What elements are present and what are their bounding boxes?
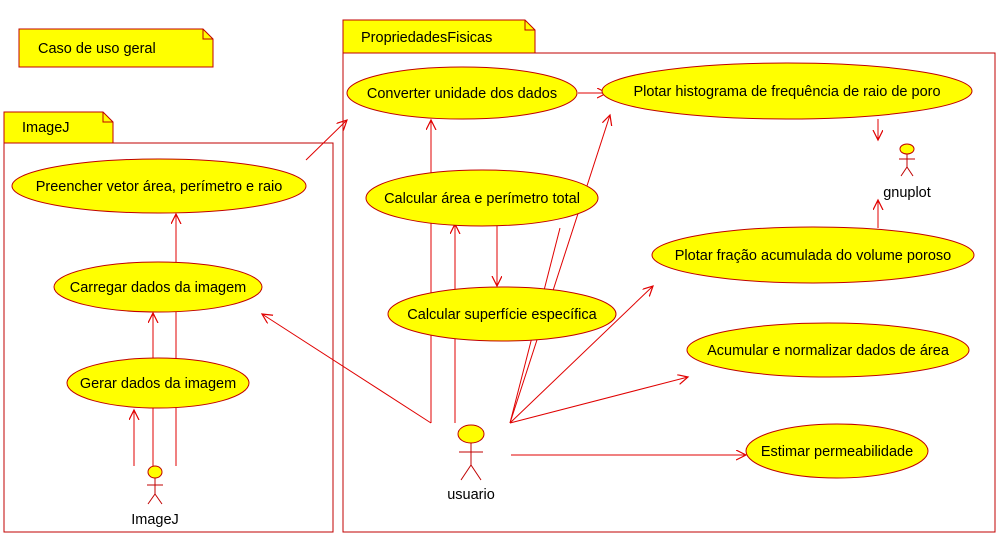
use-case-permeabilidade-label: Estimar permeabilidade [761,444,913,460]
actor-imagej[interactable]: ImageJ [131,465,179,528]
use-case-preencher[interactable]: Preencher vetor área, perímetro e raio [11,158,307,214]
link-usuario-to-histograma [509,115,610,424]
actor-usuario-label: usuario [447,487,495,503]
use-case-permeabilidade[interactable]: Estimar permeabilidade [745,423,929,479]
use-case-carregar[interactable]: Carregar dados da imagem [53,261,263,313]
use-case-converter[interactable]: Converter unidade dos dados [346,66,578,120]
use-case-histograma-label: Plotar histograma de frequência de raio … [633,84,940,100]
package-imagej-label: ImageJ [22,120,70,136]
use-case-fracao-label: Plotar fração acumulada do volume poroso [675,248,951,264]
link-preencher-to-converter [305,120,347,161]
link-usuario-to-carregar [262,314,432,424]
general-use-case-note: Caso de uso geral [18,28,214,68]
use-case-carregar-label: Carregar dados da imagem [70,280,247,296]
use-case-histograma[interactable]: Plotar histograma de frequência de raio … [601,62,973,120]
package-propriedades-fisicas: PropriedadesFisicas [342,19,996,533]
actor-gnuplot-icon [899,143,915,177]
use-case-gerar[interactable]: Gerar dados da imagem [66,357,250,409]
package-propriedades-fisicas-label: PropriedadesFisicas [361,30,492,46]
actor-usuario-icon [457,424,485,481]
use-case-area-total-label: Calcular área e perímetro total [384,191,580,207]
use-case-area-total[interactable]: Calcular área e perímetro total [365,169,599,227]
package-imagej: ImageJ [3,111,334,533]
general-use-case-note-label: Caso de uso geral [38,41,156,57]
actor-imagej-icon [147,465,163,505]
actor-gnuplot-label: gnuplot [883,185,931,201]
actor-usuario[interactable]: usuario [447,424,495,503]
actor-gnuplot[interactable]: gnuplot [883,143,931,201]
use-case-converter-label: Converter unidade dos dados [367,86,557,102]
use-case-superficie[interactable]: Calcular superfície específica [387,286,617,342]
use-case-preencher-label: Preencher vetor área, perímetro e raio [36,179,283,195]
use-case-acumular[interactable]: Acumular e normalizar dados de área [686,322,970,378]
use-case-gerar-label: Gerar dados da imagem [80,376,236,392]
link-usuario-to-fracao [509,286,653,424]
use-case-fracao[interactable]: Plotar fração acumulada do volume poroso [651,226,975,284]
link-usuario-to-acumular [509,377,688,424]
actor-imagej-label: ImageJ [131,512,179,528]
use-case-superficie-label: Calcular superfície específica [407,307,597,323]
use-case-acumular-label: Acumular e normalizar dados de área [707,343,950,359]
